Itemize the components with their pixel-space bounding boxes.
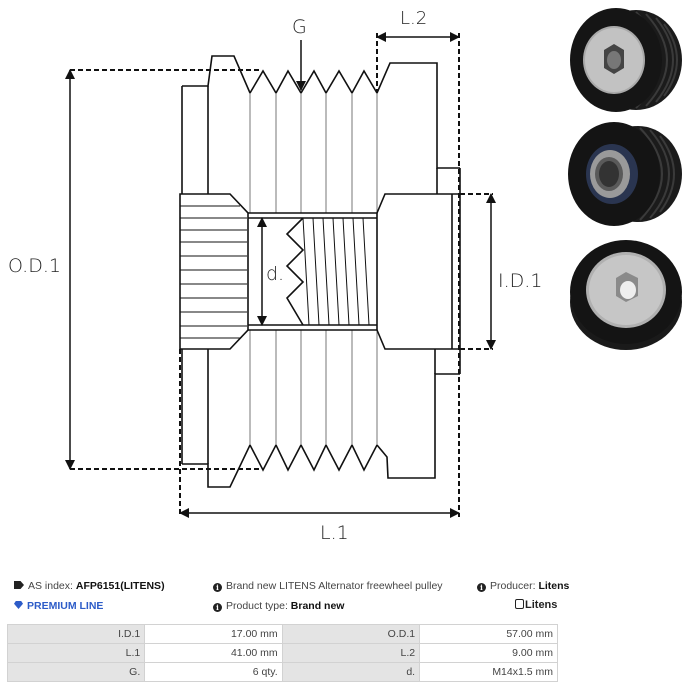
spec-key: d. (281, 662, 421, 682)
groove-label: G (292, 16, 307, 38)
spec-value: 57.00 mm (419, 624, 558, 644)
description-text: Brand new LITENS Alternator freewheel pu… (226, 580, 443, 592)
as-index-label: AS index: (28, 580, 73, 592)
spec-value: 6 qty. (144, 662, 283, 682)
info-icon: i (477, 583, 486, 592)
pulley-photo-front-hex (570, 8, 682, 112)
outer-diameter-label: O.D.1 (8, 255, 61, 277)
litens-logo: Litens (515, 599, 557, 611)
right-hub (376, 193, 461, 350)
pulley-technical-drawing (65, 32, 496, 518)
diamond-icon (14, 601, 23, 609)
bore (248, 212, 378, 331)
pulley-outline-top (182, 55, 460, 169)
inner-diameter-label: I.D.1 (498, 270, 543, 292)
spec-value: 17.00 mm (144, 624, 283, 644)
producer-value: Litens (538, 580, 570, 592)
product-type-value: Brand new (290, 600, 345, 612)
groove-lines (249, 93, 378, 445)
spec-value: 9.00 mm (419, 643, 558, 663)
spec-key: O.D.1 (281, 624, 421, 644)
table-row: G. 6 qty. d. M14x1.5 mm (6, 662, 558, 682)
info-icon: i (213, 603, 222, 612)
pulley-photo-front-cap (570, 240, 682, 350)
pulley-photo-rear-bearing (568, 122, 682, 226)
specs-table: I.D.1 17.00 mm O.D.1 57.00 mm L.1 41.00 … (6, 624, 558, 682)
producer: i Producer: Litens (477, 580, 569, 592)
pulley-outline-bottom (182, 373, 460, 488)
info-icon: i (213, 583, 222, 592)
length-1-label: L.1 (320, 522, 349, 544)
premium-line-label: PREMIUM LINE (27, 600, 104, 612)
product-type-label: Product type: (226, 600, 288, 612)
thread-label: d. (266, 263, 285, 285)
spec-key: I.D.1 (6, 624, 146, 644)
tag-icon (14, 581, 24, 589)
length-2-label: L.2 (400, 8, 428, 29)
as-index-value: AFP6151(LITENS) (75, 580, 165, 592)
as-index: AS index: AFP6151(LITENS) (14, 580, 165, 592)
spec-value: M14x1.5 mm (419, 662, 558, 682)
left-flange (181, 86, 209, 464)
spec-key: G. (6, 662, 146, 682)
product-description: i Brand new LITENS Alternator freewheel p… (213, 580, 443, 592)
spec-value: 41.00 mm (144, 643, 283, 663)
thread-lines (302, 217, 370, 326)
table-row: L.1 41.00 mm L.2 9.00 mm (6, 643, 558, 663)
litens-logo-text: Litens (525, 599, 558, 611)
producer-label: Producer: (490, 580, 536, 592)
spec-key: L.1 (6, 643, 146, 663)
litens-logo-mark-icon (515, 599, 524, 609)
table-row: I.D.1 17.00 mm O.D.1 57.00 mm (6, 624, 558, 644)
thread-profile (285, 217, 305, 326)
product-type: i Product type: Brand new (213, 600, 344, 612)
spec-key: L.2 (281, 643, 421, 663)
premium-line-badge: PREMIUM LINE (14, 600, 103, 612)
spline-lines (180, 205, 247, 339)
